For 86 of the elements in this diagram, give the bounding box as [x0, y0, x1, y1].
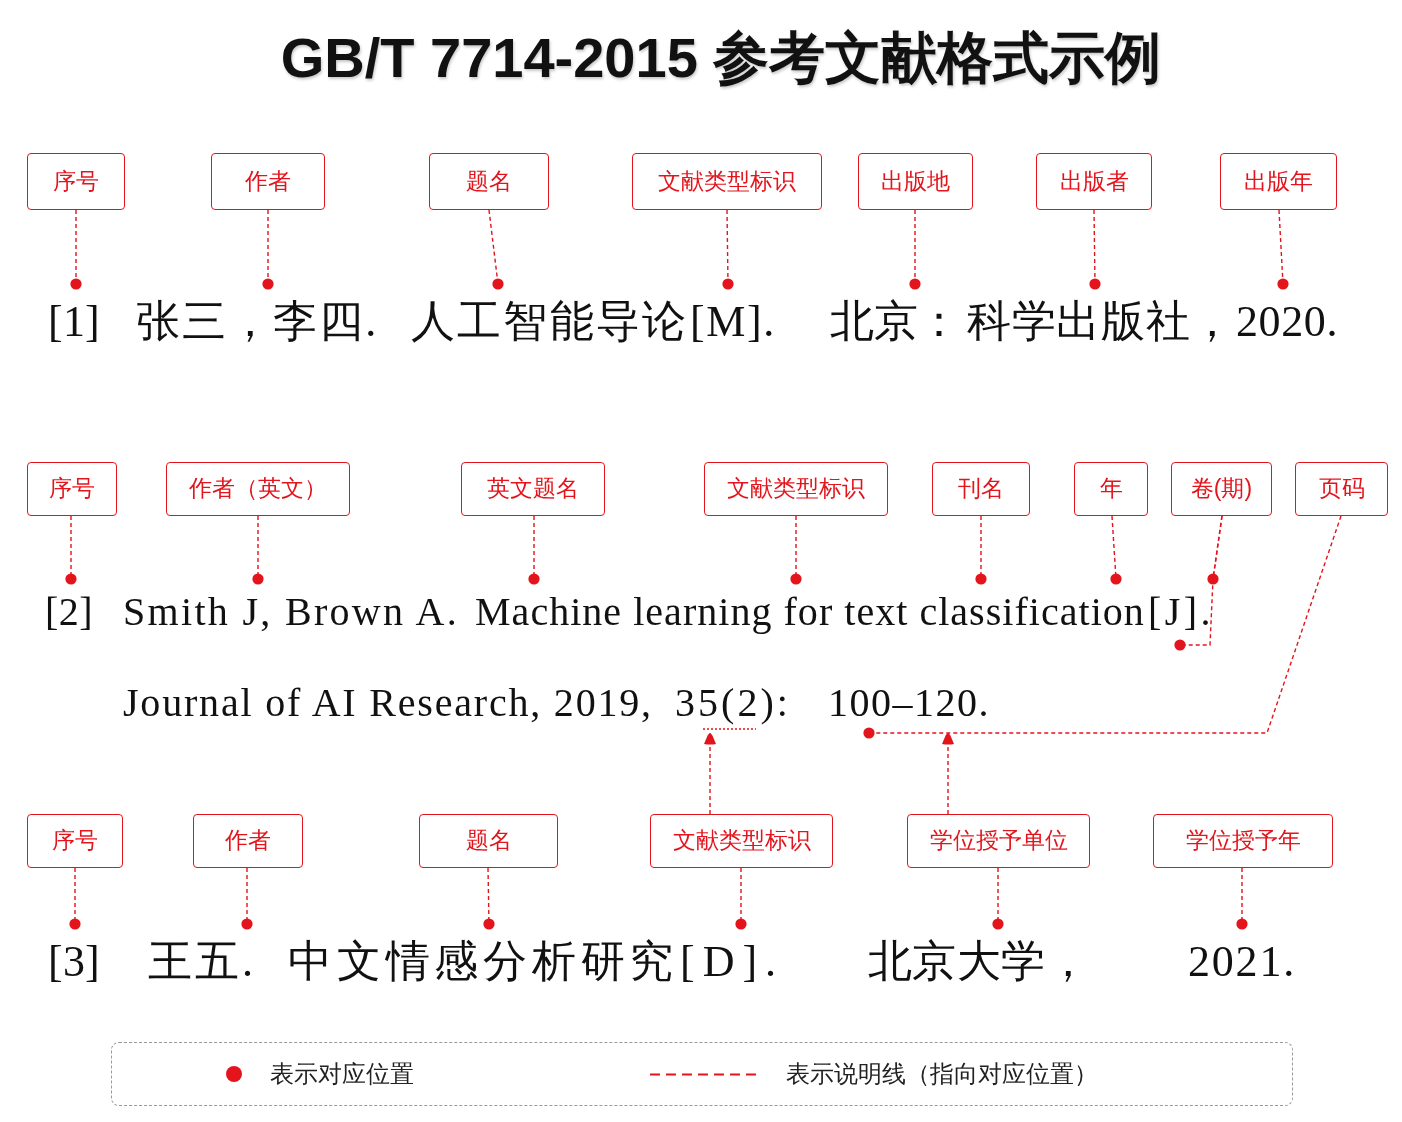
field-name: 序号 [53, 167, 99, 196]
field-name: 学位授予年 [1185, 827, 1301, 855]
label-box [1295, 462, 1388, 516]
label-box [211, 153, 325, 210]
field-name: 文献类型标识 [727, 475, 865, 503]
leader-line [65, 515, 77, 585]
label-box [907, 814, 1090, 868]
label-box [858, 153, 973, 210]
leader-line [488, 209, 504, 290]
leader-line [909, 209, 921, 290]
label-box [166, 462, 350, 516]
leader-line [483, 867, 495, 930]
title: GB/T 7714-2015 参考文献格式示例 [280, 25, 1162, 91]
reference-text: Smith J, Brown A. [123, 589, 459, 634]
label-box [932, 462, 1030, 516]
field-name: 题名 [466, 167, 512, 196]
reference-text: [M]. [690, 297, 776, 346]
leader-line [863, 515, 1342, 739]
legend-text: 表示对应位置 [270, 1059, 414, 1089]
leader-line [528, 515, 540, 585]
leader-line [69, 867, 81, 930]
leader-line [252, 515, 264, 585]
leader-line [1089, 209, 1101, 290]
reference-text: 张三，李四. [136, 297, 378, 346]
reference-text: 北京大学， [868, 937, 1090, 986]
leader-line [1110, 515, 1122, 585]
field-name: 年 [1099, 475, 1123, 503]
reference-text: 科学出版社， [967, 297, 1236, 346]
label-box [429, 153, 549, 210]
reference-text: 2020. [1236, 297, 1338, 346]
field-name: 作者 [225, 827, 271, 855]
reference-text: [3] [48, 937, 100, 986]
leader-line [722, 209, 734, 290]
label-box [419, 814, 558, 868]
leader-line [1236, 867, 1248, 930]
field-name: 文献类型标识 [658, 167, 796, 196]
label-box [650, 814, 833, 868]
reference-text: 中文情感分析研究 [288, 937, 678, 986]
field-name: 学位授予单位 [929, 827, 1068, 855]
label-box [1074, 462, 1148, 516]
field-name: 作者 [245, 167, 291, 196]
field-name: 作者（英文） [189, 475, 327, 503]
field-name: 出版地 [881, 167, 950, 196]
label-box [27, 153, 125, 210]
label-box [704, 462, 888, 516]
label-box [27, 462, 117, 516]
field-name: 文献类型标识 [672, 827, 811, 855]
label-box [1220, 153, 1337, 210]
leader-line [241, 867, 253, 930]
leader-line [1174, 515, 1223, 651]
field-name: 刊名 [958, 475, 1004, 503]
leader-line [735, 867, 747, 930]
label-box [27, 814, 123, 868]
reference-text: Machine learning for text classification [475, 589, 1145, 634]
label-box [461, 462, 605, 516]
field-name: 序号 [49, 475, 95, 503]
label-box [1153, 814, 1333, 868]
reference-text: [D]. [680, 937, 785, 986]
reference-text: 北京： [830, 297, 961, 346]
leader-line [70, 209, 82, 290]
field-name: 卷(期) [1190, 475, 1253, 503]
reference-text: 35(2): [675, 680, 791, 725]
field-name: 题名 [465, 827, 512, 855]
reference-text: 人工智能导论 [411, 297, 689, 346]
label-box [632, 153, 822, 210]
leader-line [790, 515, 802, 585]
label-box [1036, 153, 1152, 210]
field-name: 出版年 [1244, 167, 1313, 196]
label-box [193, 814, 303, 868]
leader-line [975, 515, 987, 585]
leader-line [992, 867, 1004, 930]
field-name: 出版者 [1059, 167, 1129, 196]
field-name: 英文题名 [487, 475, 579, 503]
reference-text: [J]. [1148, 589, 1214, 634]
legend-text: 表示说明线（指向对应位置） [786, 1059, 1098, 1089]
reference-text: [2] [45, 589, 93, 634]
reference-text: 2021. [1188, 937, 1296, 986]
field-name: 页码 [1318, 475, 1365, 503]
reference-text: Journal of AI Research, 2019, [123, 679, 653, 727]
field-name: 序号 [52, 827, 98, 855]
reference-text: [1] [48, 297, 100, 346]
leader-line [1277, 209, 1289, 290]
reference-text: 王五. [148, 937, 256, 986]
leader-line [262, 209, 274, 290]
reference-text: 100–120. [828, 680, 990, 725]
label-box [1171, 462, 1272, 516]
